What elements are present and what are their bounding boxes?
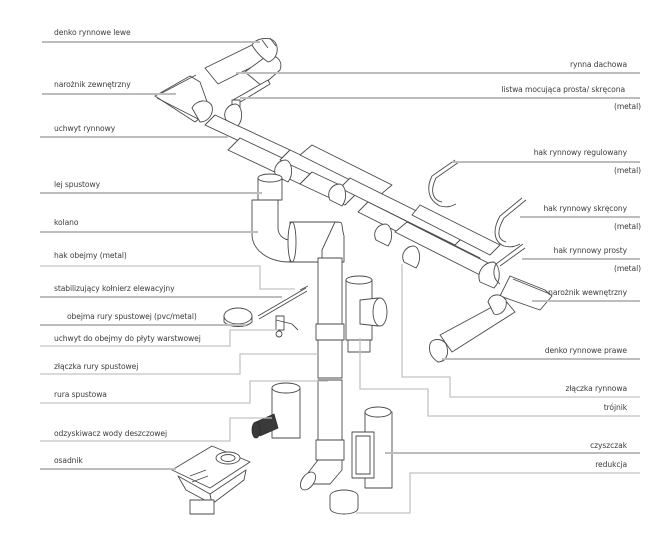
gutter-main-run: [204, 103, 501, 289]
gully-trap: [171, 445, 251, 515]
label-hak-prosty: hak rynnowy prosty: [553, 246, 627, 255]
leader-zlaczka-rynnowa: [401, 264, 640, 398]
leader-rura-spustowa: [40, 380, 328, 404]
label-rura-spustowa: rura spustowa: [54, 390, 107, 399]
label-zlaczka-rynnowa: złączka rynnowa: [565, 384, 627, 393]
gutter-upper: [204, 37, 282, 87]
label-naroznik-wewnetrzny: narożnik wewnętrzny: [548, 288, 627, 297]
label-naroznik-zewnetrzny: narożnik zewnętrzny: [54, 80, 131, 89]
label-rynna-dachowa: rynna dachowa: [570, 60, 627, 69]
label-uchwyt-do-obejmy: uchwyt do obejmy do płyty warstwowej: [54, 334, 201, 343]
rainwater-collector: [251, 382, 301, 439]
leader-uchwyt-do-obejmy: [40, 329, 278, 347]
leader-zlaczka-rury: [40, 353, 318, 375]
label-hak-regulowany-note: (metal): [613, 166, 641, 175]
gutter-hooks: [428, 159, 527, 285]
reducer: [329, 489, 359, 515]
label-obejma-rury: obejma rury spustowej (pvc/metal): [67, 312, 197, 321]
label-denko-rynnowe-lewe: denko rynnowe lewe: [54, 28, 131, 37]
cleaning-piece: [351, 406, 393, 489]
label-redukcja: redukcja: [595, 460, 627, 469]
label-hak-obejmy: hak obejmy (metal): [54, 251, 127, 260]
label-uchwyt-rynnowy: uchwyt rynnowy: [54, 124, 116, 133]
label-kolano: kolano: [54, 218, 79, 227]
leader-odzyskiwacz: [40, 417, 272, 442]
label-hak-skrecony: hak rynnowy skręcony: [543, 204, 627, 213]
label-odzyskiwacz: odzyskiwacz wody deszczowej: [54, 429, 167, 438]
leader-lines: [40, 41, 640, 514]
label-stabilizujacy-kolnierz: stabilizujący kołnierz elewacyjny: [54, 284, 175, 293]
leader-hak-obejmy: [40, 265, 295, 290]
downpipe-system: [251, 173, 388, 491]
label-lej-spustowy: lej spustowy: [54, 180, 100, 189]
label-denko-prawe: denko rynnowe prawe: [544, 346, 627, 355]
label-czyszczak: czyszczak: [590, 441, 627, 450]
leader-trojnik: [359, 338, 640, 417]
label-listwa-mocujaca: listwa mocująca prosta/ skręcona: [501, 85, 625, 94]
gutter-corner-outer: [154, 74, 213, 123]
label-hak-skrecony-note: (metal): [613, 222, 641, 231]
leader-redukcja: [356, 472, 640, 514]
gutter-corner-inner: [429, 275, 553, 363]
label-osadnik: osadnik: [54, 456, 83, 465]
label-hak-regulowany: hak rynnowy regulowany: [533, 148, 627, 157]
label-zlaczka-rury: złączka rury spustowej: [54, 362, 139, 371]
label-trojnik: trójnik: [603, 403, 627, 412]
label-listwa-note: (metal): [613, 102, 641, 111]
label-hak-prosty-note: (metal): [613, 264, 641, 273]
